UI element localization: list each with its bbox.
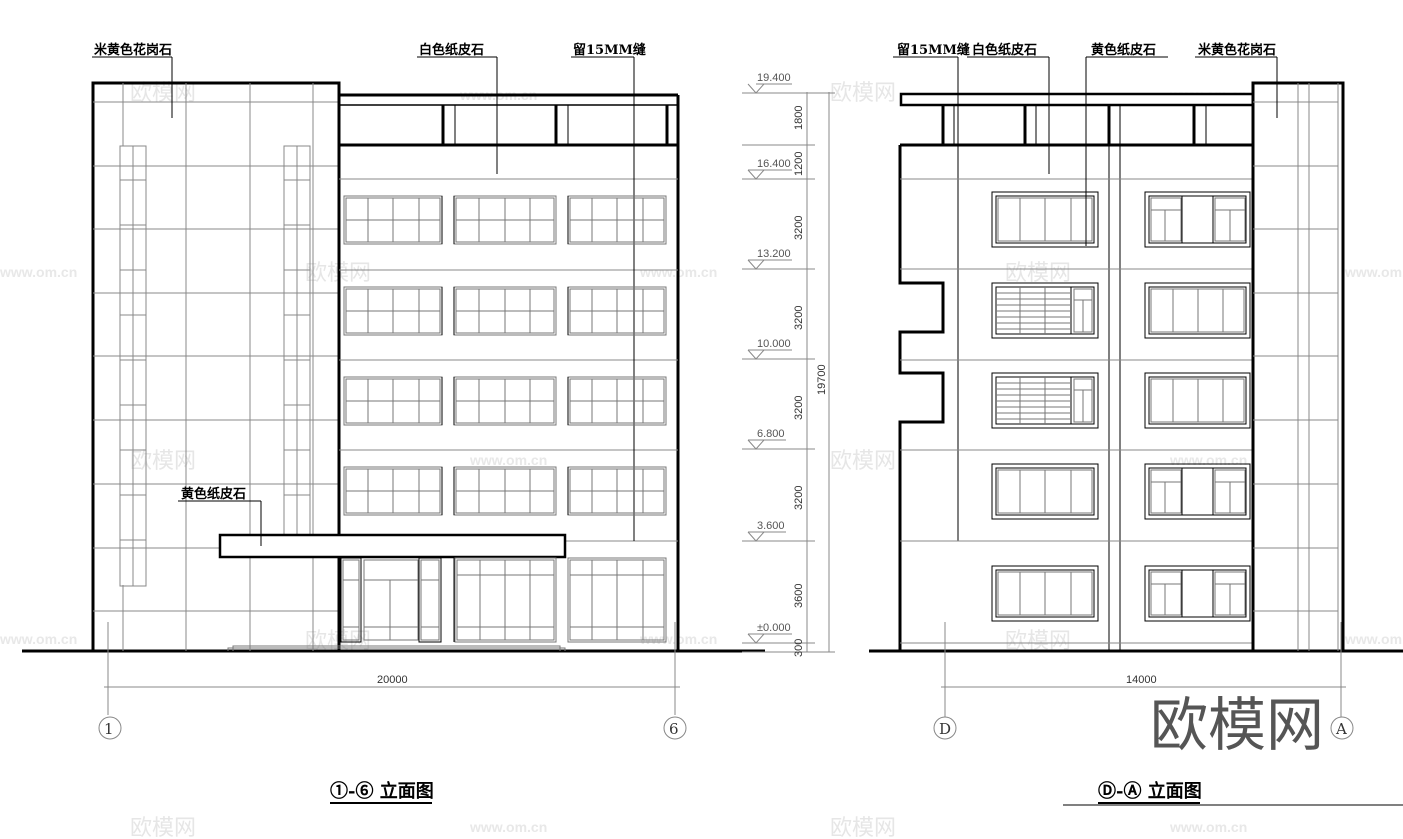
ground-floor-storefront	[227, 557, 667, 651]
axis-bubble-6	[663, 716, 687, 740]
level-10000: 10.000	[747, 338, 792, 360]
entrance-canopy	[218, 533, 567, 559]
watermark-brand: 欧模网	[130, 449, 196, 474]
label-white-stone: 白色纸皮石	[972, 42, 1037, 58]
segment-3200: 3200	[793, 216, 805, 240]
window	[1144, 372, 1251, 429]
axis-bubble-A	[1330, 716, 1354, 740]
left-annotations: 米黄色花岗石 白色纸皮石 留15MM缝 黄色纸皮石	[92, 42, 646, 546]
label-yellow-stone: 黄色纸皮石	[181, 486, 246, 502]
granite-tower	[91, 81, 341, 653]
total-height-19700: 19700	[816, 364, 828, 395]
watermark-brand: 欧模网	[1005, 261, 1071, 286]
level-19400: 19.400	[747, 72, 792, 94]
brand-watermark-large: 欧模网	[1150, 691, 1324, 759]
watermark-url: www.om.cn	[0, 631, 77, 647]
main-block	[337, 88, 680, 651]
level-markers: 19.400 16.400 13.200 10.000 6.800 3.600 …	[742, 72, 835, 657]
level-16400: 16.400	[747, 158, 792, 180]
window	[1144, 191, 1251, 248]
axis-bubble-D	[933, 716, 957, 740]
watermark-brand: 欧模网	[830, 81, 896, 106]
watermark-url: www.om.cn	[469, 819, 547, 835]
granite-tower-right	[1251, 81, 1345, 653]
right-elevation-title: Ⓓ-Ⓐ 立面图	[1098, 780, 1202, 802]
label-beige-granite: 米黄色花岗石	[1198, 42, 1276, 58]
window	[991, 191, 1099, 248]
left-elevation-title: ①-⑥ 立面图	[330, 780, 434, 802]
segment-1200: 1200	[793, 152, 805, 176]
left-windows	[343, 195, 667, 516]
label-gap-15mm: 留15MM缝	[573, 42, 646, 58]
svg-text:19.400: 19.400	[757, 72, 791, 84]
right-width-dimension: 14000 D A	[933, 622, 1354, 740]
watermark-url: www.om.cn	[469, 452, 547, 468]
segment-3200: 3200	[793, 396, 805, 420]
watermark-url: www.om.cn	[1169, 452, 1247, 468]
window-louvered	[991, 372, 1099, 429]
left-elevation: 米黄色花岗石 白色纸皮石 留15MM缝 黄色纸皮石 20000 1 6 ①-⑥ …	[22, 42, 765, 804]
segment-3600: 3600	[793, 584, 805, 608]
watermark-url: www.om.cn	[1344, 631, 1403, 647]
segment-300: 300	[793, 639, 805, 657]
label-beige-granite: 米黄色花岗石	[94, 42, 172, 58]
axis-label-6: 6	[669, 720, 679, 738]
watermark-brand: 欧模网	[130, 816, 196, 839]
label-white-stone: 白色纸皮石	[419, 42, 484, 58]
right-windows-left-column	[991, 191, 1099, 622]
svg-text:3.600: 3.600	[757, 520, 785, 532]
label-yellow-stone: 黄色纸皮石	[1091, 42, 1156, 58]
window-row	[343, 195, 667, 245]
watermark-url: www.om.cn	[1169, 819, 1247, 835]
dimension-20000: 20000	[377, 674, 408, 686]
level-0000: ±0.000	[747, 622, 792, 644]
watermark-brand: 欧模网	[830, 449, 896, 474]
dimension-14000: 14000	[1126, 674, 1157, 686]
watermark-url: www.om.cn	[0, 264, 77, 280]
svg-text:13.200: 13.200	[757, 248, 791, 260]
right-elevation: 留15MM缝 白色纸皮石 黄色纸皮石 米黄色花岗石 14000 D A 欧模网 …	[869, 42, 1403, 806]
svg-text:6.800: 6.800	[757, 428, 785, 440]
wall-outline	[898, 145, 945, 651]
svg-text:±0.000: ±0.000	[757, 622, 791, 634]
watermark-brand: 欧模网	[830, 816, 896, 839]
axis-bubble-1	[98, 716, 122, 740]
label-gap-15mm: 留15MM缝	[897, 42, 970, 58]
axis-label-D: D	[939, 720, 951, 738]
axis-label-A: A	[1335, 720, 1347, 738]
right-annotations: 留15MM缝 白色纸皮石 黄色纸皮石 米黄色花岗石	[893, 42, 1278, 246]
window	[453, 195, 557, 245]
window	[1144, 282, 1251, 339]
segment-3200: 3200	[793, 486, 805, 510]
left-width-dimension: 20000 1 6	[98, 622, 687, 740]
window-louvered	[991, 282, 1099, 339]
window	[343, 195, 443, 245]
svg-text:10.000: 10.000	[757, 338, 791, 350]
level-13200: 13.200	[747, 248, 792, 270]
window	[567, 195, 667, 245]
svg-text:16.400: 16.400	[757, 158, 791, 170]
level-6800: 6.800	[747, 428, 786, 450]
segment-3200: 3200	[793, 306, 805, 330]
right-windows-right-column	[1144, 191, 1251, 622]
watermark-url: www.om.cn	[1344, 264, 1403, 280]
level-3600: 3.600	[747, 520, 786, 542]
segment-1800: 1800	[793, 106, 805, 130]
axis-label-1: 1	[104, 720, 114, 738]
